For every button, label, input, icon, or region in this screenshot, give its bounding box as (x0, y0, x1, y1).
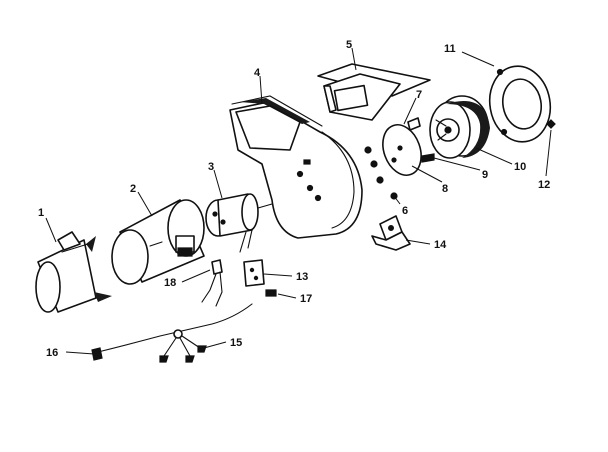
callout-6: 6 (402, 205, 408, 217)
callout-18: 18 (164, 277, 176, 289)
part-12-screw (546, 119, 556, 129)
part-13-terminal-block (243, 259, 265, 287)
part-10-blower-wheel (429, 95, 490, 159)
part-4-blower-housing (229, 95, 363, 239)
part-5-air-inlet-duct (317, 63, 431, 121)
callout-7: 7 (416, 89, 422, 101)
callout-4: 4 (254, 67, 261, 79)
callout-12: 12 (538, 179, 550, 191)
callout-labels: 1 2 3 4 5 6 7 8 9 10 11 12 13 14 15 16 1… (38, 39, 550, 359)
callout-14: 14 (434, 239, 447, 251)
callout-9: 9 (482, 169, 488, 181)
part-17-screw (265, 289, 277, 297)
callout-3: 3 (208, 161, 214, 173)
part-1-air-tube (35, 231, 112, 313)
part-14-bracket (371, 215, 411, 251)
part-11-mounting-ring (488, 65, 552, 143)
callout-16: 16 (46, 347, 58, 359)
leader-lines (45, 47, 552, 355)
callout-15: 15 (230, 337, 242, 349)
callout-17: 17 (300, 293, 312, 305)
part-6-gasket-fasteners (364, 146, 398, 200)
callout-5: 5 (346, 39, 352, 51)
part-2-housing-shell (111, 199, 205, 285)
part-7-8-cover-plate (382, 117, 422, 176)
callout-1: 1 (38, 207, 44, 219)
part-9-screw (421, 153, 435, 163)
callout-2: 2 (130, 183, 136, 195)
callout-8: 8 (442, 183, 448, 195)
part-18-connector (201, 259, 223, 307)
callout-13: 13 (296, 271, 308, 283)
part-3-motor (205, 193, 273, 253)
part-15-16-wiring-harness (91, 303, 253, 363)
callout-11: 11 (444, 43, 456, 55)
callout-10: 10 (514, 161, 526, 173)
